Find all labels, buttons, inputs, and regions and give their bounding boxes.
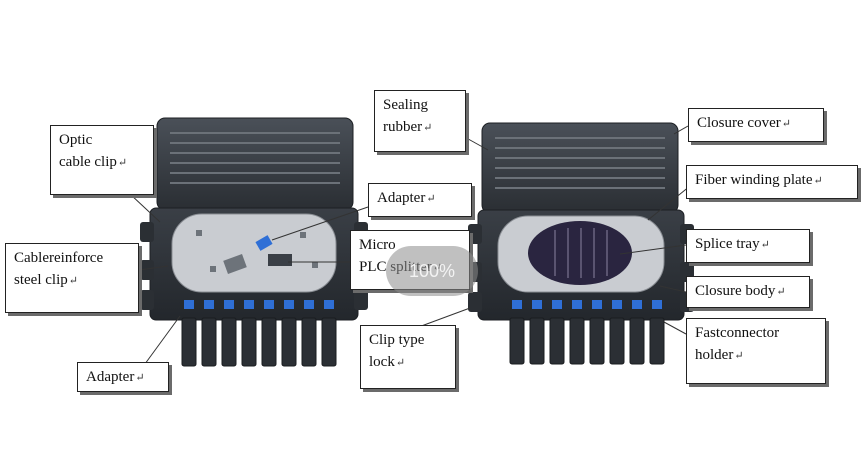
label-lock: lock [369, 354, 395, 370]
label-micro: Micro [359, 237, 396, 253]
label-optic: Optic [59, 132, 93, 148]
label-splice-tray: Splice tray [695, 236, 760, 252]
label-closure-cover: Closure cover [697, 115, 781, 131]
leader-lines [129, 125, 691, 369]
label-fast: Fast [695, 325, 721, 341]
left-tray-details [196, 230, 318, 274]
left-closure [140, 117, 368, 367]
label-rubber: rubber [383, 119, 423, 135]
return-mark: ↵ [781, 118, 791, 130]
right-connector-row [512, 300, 662, 309]
left-cover-ribs [170, 132, 340, 184]
label-adapter-top: Adapter [377, 190, 426, 206]
label-fiber-winding-plate: Fiber winding plate [695, 172, 813, 188]
right-closure [468, 122, 694, 365]
left-cable-holders [181, 317, 337, 367]
label-cable-clip: cable clip [59, 154, 117, 170]
callout-closure-body: Closure body↵ [686, 276, 810, 308]
zoom-level-indicator[interactable]: 100% [386, 246, 478, 296]
right-cover-ribs [495, 137, 665, 189]
callout-adapter-top: Adapter↵ [368, 183, 472, 217]
left-connector-row [184, 300, 334, 309]
label-cable: Cable [14, 250, 49, 266]
label-clip-type: Clip type [369, 332, 425, 348]
left-splice-tray [171, 213, 337, 293]
label-steel-clip: steel clip [14, 272, 68, 288]
callout-optic-cable-clip: Optic cable clip↵ [50, 125, 154, 195]
callout-cable-reinforce-steel-clip: Cablereinforce steel clip↵ [5, 243, 139, 313]
label-reinforce: reinforce [49, 250, 104, 266]
label-sealing: Sealing [383, 97, 428, 113]
return-mark: ↵ [426, 193, 436, 205]
return-mark: ↵ [395, 357, 406, 369]
right-cable-holders [509, 317, 665, 365]
return-mark: ↵ [423, 122, 433, 134]
callout-fast-connector-holder: Fastconnector holder↵ [686, 318, 826, 384]
callout-sealing-rubber: Sealing rubber↵ [374, 90, 466, 152]
return-mark: ↵ [135, 372, 145, 384]
callout-splice-tray: Splice tray↵ [686, 229, 810, 263]
label-holder: holder [695, 347, 734, 363]
right-tray-slots [554, 228, 608, 278]
zoom-level-text: 100% [408, 260, 456, 281]
return-mark: ↵ [117, 157, 128, 169]
label-adapter-bottom: Adapter [86, 369, 135, 385]
return-mark: ↵ [760, 239, 770, 251]
return-mark: ↵ [813, 175, 823, 187]
return-mark: ↵ [776, 286, 786, 298]
callout-closure-cover: Closure cover↵ [688, 108, 824, 142]
label-connector: connector [720, 325, 780, 341]
label-closure-body: Closure body [695, 283, 776, 299]
return-mark: ↵ [68, 275, 78, 287]
callout-fiber-winding-plate: Fiber winding plate↵ [686, 165, 858, 199]
callout-clip-type-lock: Clip type lock↵ [360, 325, 456, 389]
callout-adapter-bottom: Adapter↵ [77, 362, 169, 392]
return-mark: ↵ [734, 350, 744, 362]
left-blue-adapter [255, 235, 273, 251]
